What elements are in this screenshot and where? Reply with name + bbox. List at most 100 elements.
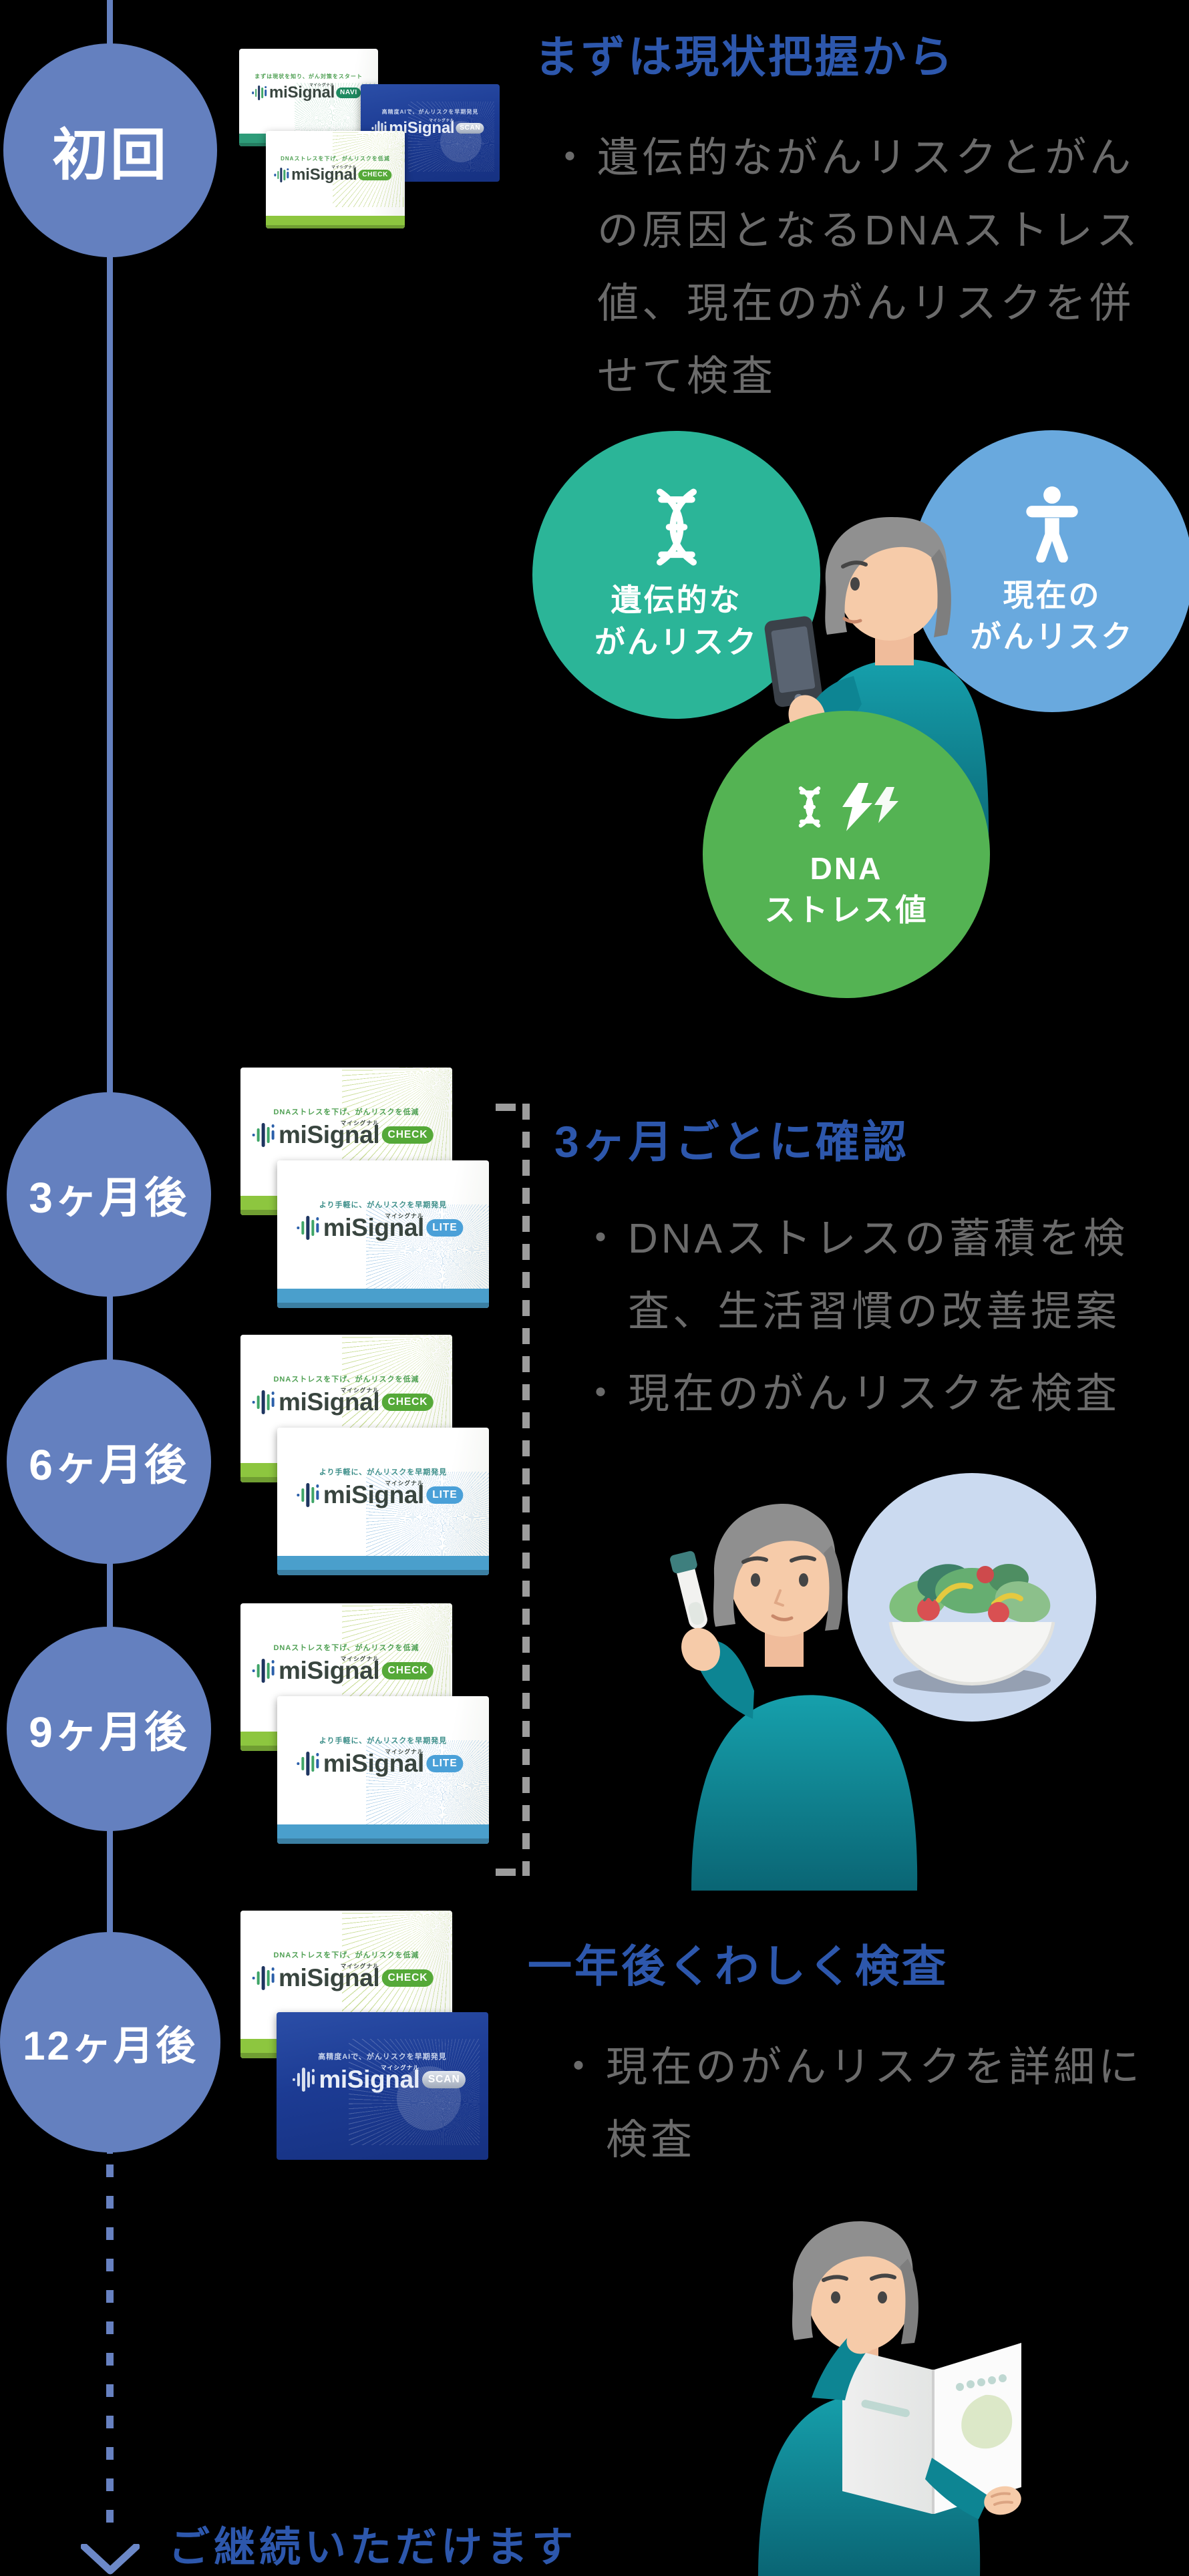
bullet-item: ・ 現在のがんリスクを検査: [580, 1357, 1181, 1430]
check-box-pattern: [332, 131, 405, 207]
dna-stress-icons: [790, 778, 902, 836]
check-tagline: DNAストレスを下げ、がんリスクを低減: [273, 1108, 419, 1116]
dna-icon: [656, 488, 697, 566]
timeline-node-6months: 6ヶ月後: [7, 1359, 211, 1564]
timeline-node-9months-label: 9ヶ月後: [29, 1708, 189, 1756]
misignal-ruby: マイシグナル: [429, 119, 455, 124]
lite-box-stripe: [277, 1289, 489, 1308]
check-tagline: DNAストレスを下げ、がんリスクを低減: [273, 1951, 419, 1959]
bullet-item: ・ 遺伝的ながんリスクとがん の原因となるDNAストレス 値、現在のがんリスクを…: [549, 122, 1184, 413]
navi-tagline: まずは現状を知り、がん対策をスタート: [254, 73, 363, 79]
lite-badge: LITE: [426, 1219, 464, 1237]
misignal-ruby: マイシグナル: [381, 2064, 420, 2072]
check-badge: CHECK: [358, 170, 392, 180]
lite-box-pattern: [366, 1204, 489, 1305]
section1-heading: まずは現状把握から: [534, 32, 955, 82]
check-box-pattern: [342, 1911, 452, 2026]
lite-tagline: より手軽に、がんリスクを早期発見: [319, 1201, 448, 1209]
misignal-bars-icon: [252, 1390, 275, 1416]
misignal-bars-icon: [371, 120, 387, 136]
lite-tagline: より手軽に、がんリスクを早期発見: [319, 1737, 448, 1745]
misignal-ruby: マイシグナル: [385, 1213, 424, 1220]
bullet-text: 現在のがんリスクを詳細に 検査: [606, 2044, 1144, 2163]
lite-box-pattern: [366, 1740, 489, 1841]
dashed-bracket-top-stub: [496, 1104, 516, 1111]
lite-box-stripe: [277, 1556, 489, 1575]
misignal-ruby: マイシグナル: [385, 1480, 424, 1487]
current-risk-label: 現在の がんリスク: [970, 577, 1134, 654]
navi-badge: NAVI: [336, 88, 361, 98]
check-tagline: DNAストレスを下げ、がんリスクを低減: [273, 1644, 419, 1652]
misignal-ruby: マイシグナル: [340, 1655, 379, 1663]
timeline-node-12months-label: 12ヶ月後: [23, 2023, 198, 2068]
section2-bullet-1: ・ DNAストレスの蓄積を検 査、生活習慣の改善提案: [580, 1202, 1181, 1348]
dna-stress-circle: DNA ストレス値: [703, 711, 990, 998]
section1-bullets: ・ 遺伝的ながんリスクとがん の原因となるDNAストレス 値、現在のがんリスクを…: [549, 122, 1184, 413]
scan-badge: SCAN: [422, 2071, 466, 2088]
misignal-bars-icon: [296, 1482, 320, 1508]
lite-badge: LITE: [426, 1755, 464, 1772]
check-badge: CHECK: [382, 1662, 434, 1679]
lite-badge: LITE: [426, 1486, 464, 1504]
timeline-node-6months-label: 6ヶ月後: [29, 1441, 189, 1489]
lite-tagline: より手軽に、がんリスクを早期発見: [319, 1468, 448, 1476]
bullet-marker: ・: [558, 2044, 603, 2090]
lightning-icon: [842, 782, 898, 831]
misignal-ruby: マイシグナル: [340, 1387, 379, 1394]
person-icon: [1026, 486, 1078, 562]
check-badge: CHECK: [382, 1126, 434, 1144]
timeline-node-12months: 12ヶ月後: [0, 1932, 220, 2152]
timeline-dashed-line: [106, 2164, 114, 2539]
section2-bullet-2: ・ 現在のがんリスクを検査: [580, 1357, 1181, 1430]
bullet-text: DNAストレスの蓄積を検 査、生活習慣の改善提案: [628, 1216, 1128, 1335]
misignal-bars-icon: [292, 2067, 315, 2093]
misignal-ruby: マイシグナル: [340, 1120, 379, 1127]
section3-bullets: ・ 現在のがんリスクを詳細に 検査: [558, 2031, 1179, 2177]
person-with-test-tube-and-salad-illustration: [670, 1473, 1096, 1891]
bullet-marker: ・: [549, 135, 594, 181]
dna-stress-label: DNA ストレス値: [764, 850, 928, 927]
timeline-node-3months: 3ヶ月後: [7, 1092, 211, 1297]
misignal-bars-icon: [252, 1122, 275, 1148]
genetic-risk-label: 遺伝的な がんリスク: [594, 583, 758, 659]
bullet-item: ・ DNAストレスの蓄積を検 査、生活習慣の改善提案: [580, 1202, 1181, 1348]
person-reading-report-illustration: [758, 2221, 1021, 2576]
check-tagline: DNAストレスを下げ、がんリスクを低減: [281, 156, 390, 162]
bullet-text: 現在のがんリスクを検査: [628, 1371, 1121, 1417]
section3-heading: 一年後くわしく検査: [528, 1941, 949, 1991]
timeline-node-3months-label: 3ヶ月後: [29, 1174, 189, 1222]
continue-label: ご継続いただけます: [168, 2525, 578, 2571]
misignal-bars-icon: [252, 1658, 275, 1684]
bullet-marker: ・: [580, 1371, 625, 1417]
misignal-bars-icon: [296, 1751, 320, 1777]
section2-heading: 3ヶ月ごとに確認: [554, 1117, 909, 1166]
check-badge: CHECK: [382, 1394, 434, 1411]
scan-tagline: 高精度AIで、がんリスクを早期発見: [318, 2053, 447, 2061]
misignal-ruby: マイシグナル: [385, 1748, 424, 1756]
misignal-bars-icon: [296, 1215, 320, 1241]
dashed-bracket-bottom-stub: [496, 1869, 516, 1876]
dna-icon: [798, 786, 821, 828]
misignal-bars-icon: [252, 1965, 275, 1991]
genetic-cancer-risk-circle: 遺伝的な がんリスク: [532, 431, 820, 719]
